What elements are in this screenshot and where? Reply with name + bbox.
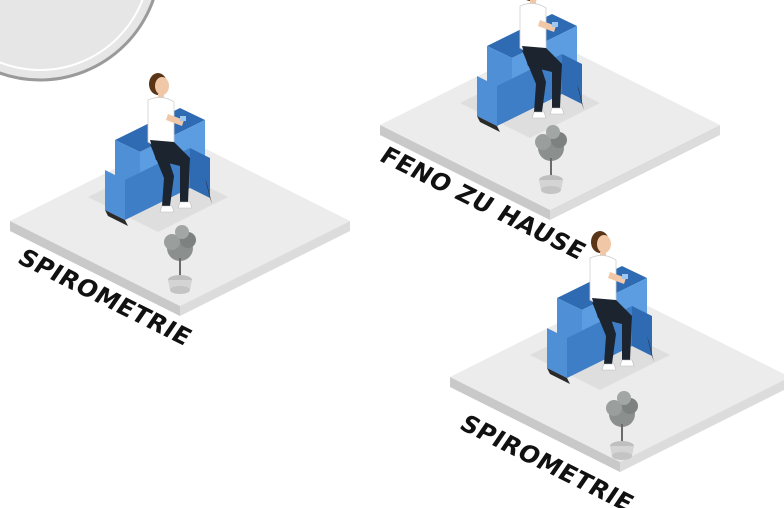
station-spirometrie-right: SPIROMETRIE bbox=[450, 230, 784, 508]
station-feno-zu-hause: FENO ZU HAUSE bbox=[375, 0, 720, 265]
station-spirometrie-left: SPIROMETRIE bbox=[10, 72, 350, 351]
circle-badge-icon bbox=[0, 0, 155, 82]
